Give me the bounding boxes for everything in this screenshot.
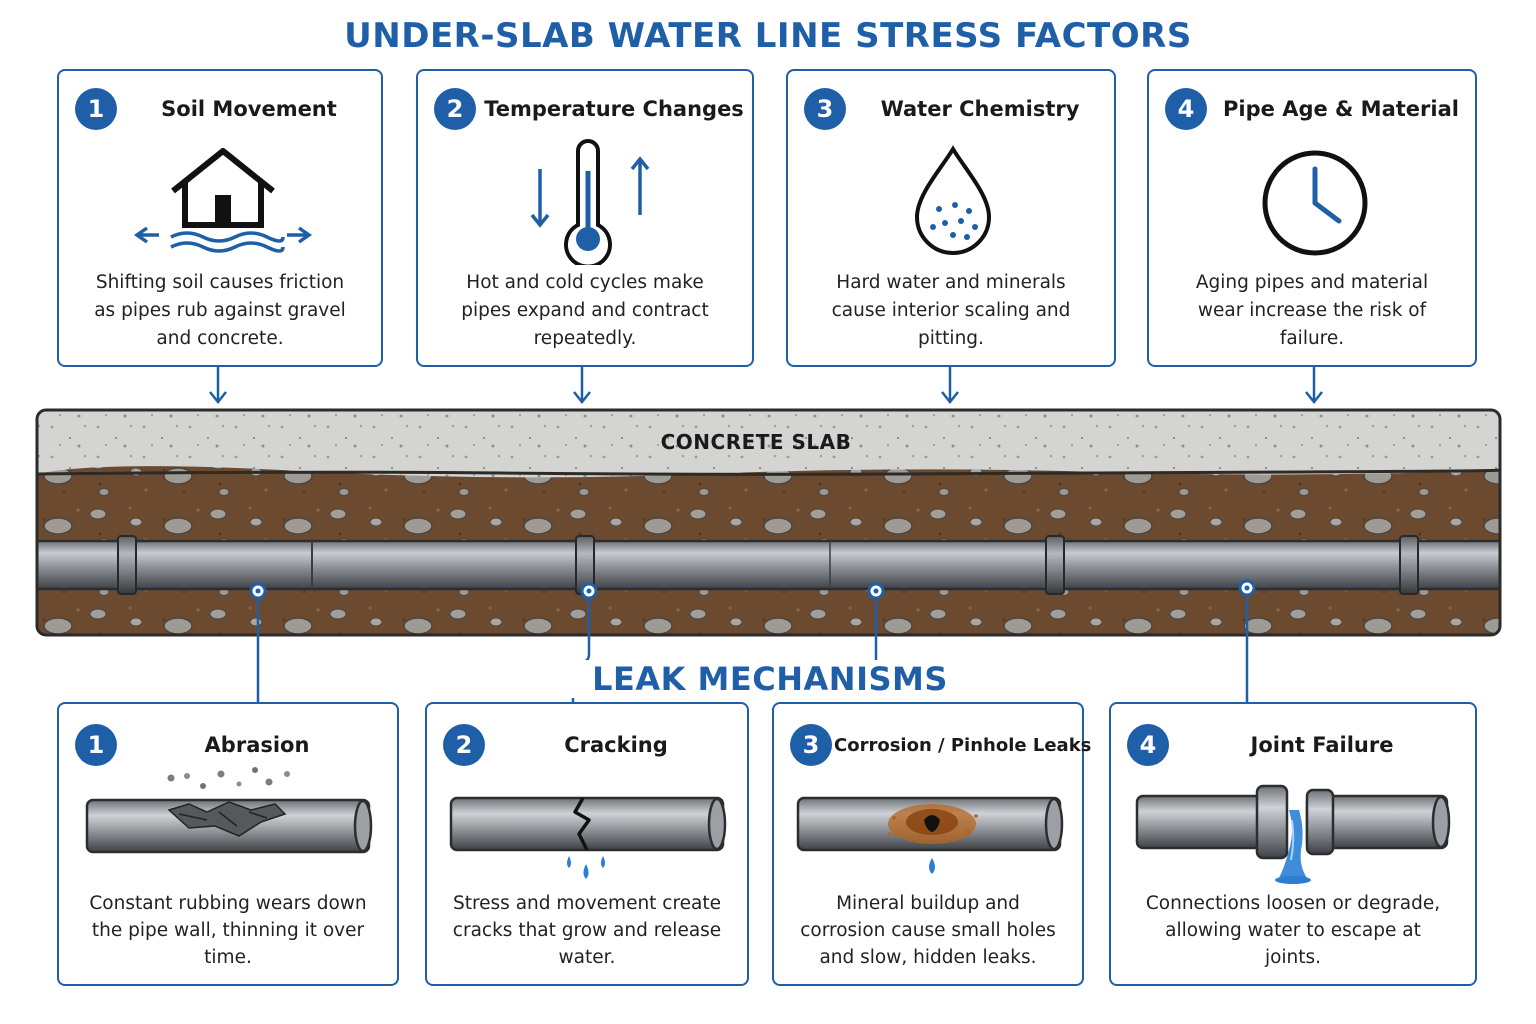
card-title: Joint Failure [1250,733,1394,757]
leak-card-corrosion: 3 Corrosion / Pinhole Leaks Mineral buil… [772,702,1092,986]
leak-card-cracking: 2 Cracking Stress and movement create cr… [425,702,749,986]
number-badge: 3 [790,724,832,766]
stress-factor-card-soil-movement: 1 Soil Movement Shifting soil causes fri… [57,69,383,367]
card-title: Abrasion [204,733,310,757]
abraded-pipe-icon [85,767,373,854]
leaking-joint-icon [1135,784,1451,884]
concrete-slab-label: CONCRETE SLAB [660,430,852,454]
card-description: Constant rubbing wears down the pipe wal… [89,893,367,968]
number-badge: 4 [1165,88,1207,130]
page-title: UNDER-SLAB WATER LINE STRESS FACTORS [344,16,1192,56]
number-badge: 2 [443,724,485,766]
card-title: Pipe Age & Material [1223,97,1459,121]
corroded-pipe-icon [796,796,1064,874]
clock-icon [1262,150,1368,256]
card-description: Connections loosen or degrade, allowing … [1145,893,1441,968]
stress-factor-card-water-chemistry: 3 Water Chemistry Hard water and mineral… [786,69,1116,367]
number-badge: 4 [1127,724,1169,766]
card-description: Hard water and minerals cause interior s… [831,272,1071,349]
card-title: Water Chemistry [880,97,1080,121]
card-title: Soil Movement [161,97,337,121]
card-title: Temperature Changes [484,97,744,121]
card-description: Shifting soil causes friction as pipes r… [94,272,346,349]
number-badge: 1 [75,88,117,130]
number-badge: 2 [434,88,476,130]
leak-card-abrasion: 1 Abrasion Constant rubbing wears down t… [57,702,399,986]
thermometer-icon [530,139,650,265]
card-description: Aging pipes and material wear increase t… [1195,272,1429,349]
card-description: Stress and movement create cracks that g… [452,893,722,968]
stress-arrows [209,367,1323,405]
leak-mechanisms-heading: LEAK MECHANISMS [560,660,980,698]
card-title: Cracking [564,733,668,757]
card-description: Hot and cold cycles make pipes expand an… [461,272,709,349]
house-shifting-soil-icon [133,148,313,253]
cracked-pipe-icon [449,796,727,879]
pipe-couplings [117,535,1419,595]
card-title: Corrosion / Pinhole Leaks [834,735,1092,756]
leak-point-markers [249,579,1256,600]
water-drop-icon [914,145,992,255]
stress-factor-card-pipe-age-material: 4 Pipe Age & Material Aging pipes and ma… [1147,69,1477,367]
number-badge: 1 [75,724,117,766]
leak-card-joint-failure: 4 Joint Failure Connections loosen or de… [1109,702,1477,986]
stress-factor-card-temperature-changes: 2 Temperature Changes Hot and cold cycle… [416,69,754,367]
number-badge: 3 [804,88,846,130]
card-description: Mineral buildup and corrosion cause smal… [800,893,1056,968]
